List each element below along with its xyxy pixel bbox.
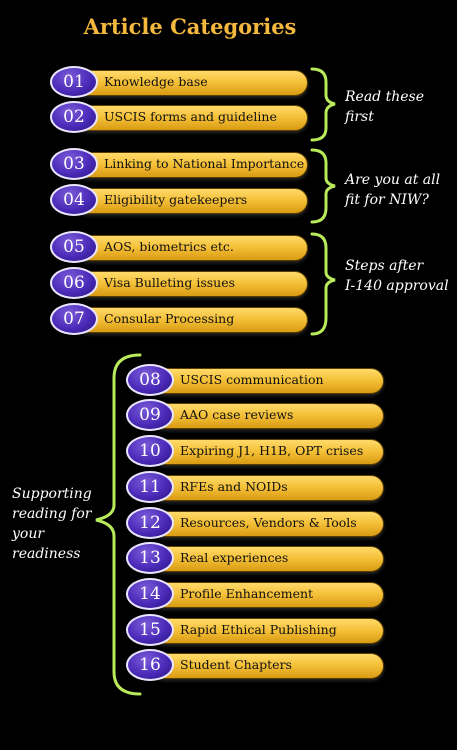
category-number-badge: 06 [50,267,98,299]
category-label: Rapid Ethical Publishing [180,622,337,637]
category-number-badge: 01 [50,66,98,98]
category-label: RFEs and NOIDs [180,479,288,494]
category-bar [152,403,384,429]
category-item[interactable]: 05 AOS, biometrics etc. [50,231,308,263]
category-item[interactable]: 12 Resources, Vendors & Tools [126,507,384,539]
category-number-badge: 07 [50,303,98,335]
category-item[interactable]: 16 Student Chapters [126,649,384,681]
category-number-badge: 05 [50,231,98,263]
category-number-badge: 03 [50,148,98,180]
category-item[interactable]: 09 AAO case reviews [126,399,384,431]
category-label: USCIS forms and guideline [104,109,277,124]
category-item[interactable]: 04 Eligibility gatekeepers [50,184,308,216]
category-bar [152,582,384,608]
category-bar [76,307,308,333]
category-label: Resources, Vendors & Tools [180,515,357,530]
category-bar [152,368,384,394]
category-label: Visa Bulleting issues [104,275,236,290]
category-bar [76,235,308,261]
category-item[interactable]: 11 RFEs and NOIDs [126,471,384,503]
category-number-badge: 04 [50,184,98,216]
category-number-badge: 16 [126,649,174,681]
category-label: Student Chapters [180,657,292,672]
category-item[interactable]: 02 USCIS forms and guideline [50,101,308,133]
bracket-group-2 [310,148,336,224]
category-item[interactable]: 14 Profile Enhancement [126,578,384,610]
bracket-group-1 [310,67,336,142]
category-number-badge: 12 [126,507,174,539]
category-bar [76,271,308,297]
category-label: AOS, biometrics etc. [104,239,234,254]
category-bar [152,439,384,465]
category-bar [152,653,384,679]
category-number-badge: 08 [126,364,174,396]
category-number-badge: 14 [126,578,174,610]
category-item[interactable]: 07 Consular Processing [50,303,308,335]
category-bar [76,188,308,214]
category-number-badge: 09 [126,399,174,431]
category-number-badge: 02 [50,101,98,133]
category-number-badge: 11 [126,471,174,503]
category-label: Eligibility gatekeepers [104,192,248,207]
category-bar [152,511,384,537]
category-bar [76,105,308,131]
category-number-badge: 13 [126,542,174,574]
category-bar [152,475,384,501]
category-label: Expiring J1, H1B, OPT crises [180,443,364,458]
category-number-badge: 15 [126,614,174,646]
bracket-group-3 [310,232,336,336]
category-item[interactable]: 13 Real experiences [126,542,384,574]
category-item[interactable]: 01 Knowledge base [50,66,308,98]
category-label: Linking to National Importance [104,156,305,171]
category-item[interactable]: 15 Rapid Ethical Publishing [126,614,384,646]
bracket-group-4 [95,353,142,696]
category-bar [152,546,384,572]
category-item[interactable]: 08 USCIS communication [126,364,384,396]
category-label: Knowledge base [104,74,208,89]
category-label: Profile Enhancement [180,586,314,601]
category-bar [76,152,308,178]
category-bar [152,618,384,644]
category-item[interactable]: 10 Expiring J1, H1B, OPT crises [126,435,384,467]
page-title: Article Categories [83,14,297,39]
category-label: Consular Processing [104,311,235,326]
category-label: USCIS communication [180,372,324,387]
category-number-badge: 10 [126,435,174,467]
category-label: Real experiences [180,550,289,565]
category-item[interactable]: 03 Linking to National Importance [50,148,308,180]
category-item[interactable]: 06 Visa Bulleting issues [50,267,308,299]
category-label: AAO case reviews [180,407,294,422]
